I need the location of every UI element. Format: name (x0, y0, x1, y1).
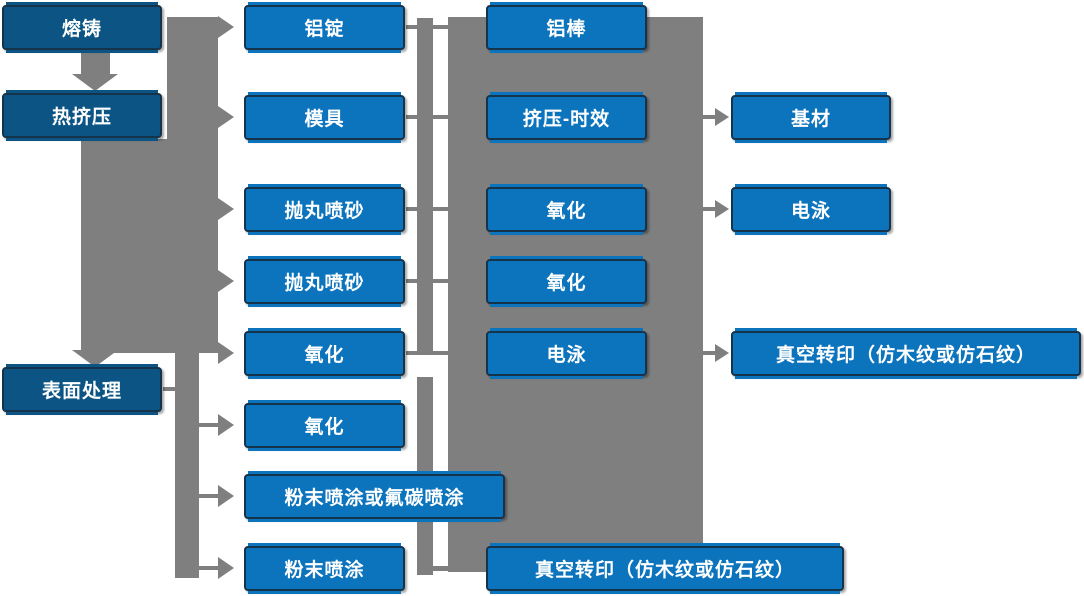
node-surface-treatment: 表面处理 (2, 367, 162, 412)
edge-melting-to-extrusion-line (81, 48, 110, 76)
edge-arrow-shot-blasting-1-icon (218, 198, 234, 220)
trunk-band-left-lower (175, 352, 199, 578)
node-oxidation-3: 氧化 (486, 187, 647, 232)
node-hot-extrusion: 热挤压 (2, 93, 162, 138)
edge-stem-powder-coating (198, 566, 220, 570)
edge-arrow-electrophoresis-icon (715, 200, 729, 218)
node-aluminum-ingot: 铝锭 (244, 5, 405, 50)
edge-extrusion-to-surface-arrowhead-icon (72, 350, 118, 367)
edge-line-row2 (406, 115, 448, 119)
trunk-band-left-extension (81, 139, 171, 353)
node-vacuum-transfer-printing-1: 真空转印（仿木纹或仿石纹） (486, 546, 844, 591)
trunk-band-left (167, 17, 218, 353)
edge-surface-treatment-link (163, 387, 177, 391)
node-powder-coating: 粉末喷涂 (244, 546, 405, 591)
node-oxidation-1: 氧化 (244, 331, 405, 376)
node-shot-blasting-1: 抛丸喷砂 (244, 187, 405, 232)
edge-arrow-oxidation-2-icon (218, 414, 234, 436)
node-melting-casting: 熔铸 (2, 5, 162, 50)
node-extrusion-aging: 挤压-时效 (486, 95, 647, 140)
edge-melting-to-extrusion-arrowhead-icon (72, 74, 118, 91)
edge-arrow-vacuum-transfer-icon (715, 344, 729, 362)
trunk-band-middle-upper (417, 18, 433, 355)
edge-line-row5 (406, 351, 448, 355)
edge-arrow-oxidation-1-icon (218, 342, 234, 364)
edge-stem-vacuum-transfer (701, 351, 717, 355)
edge-stem-electrophoresis (701, 207, 717, 211)
edge-stem-oxidation-2 (198, 423, 220, 427)
edge-arrow-powder-coating-icon (218, 557, 234, 579)
edge-arrow-shot-blasting-2-icon (218, 270, 234, 292)
node-aluminum-rod: 铝棒 (486, 5, 647, 50)
node-shot-blasting-2: 抛丸喷砂 (244, 259, 405, 304)
node-oxidation-2: 氧化 (244, 403, 405, 448)
node-electrophoresis-2: 电泳 (731, 187, 891, 232)
edge-line-row3 (406, 207, 448, 211)
edge-stem-base-material (701, 115, 717, 119)
node-vacuum-transfer-printing-2: 真空转印（仿木纹或仿石纹） (731, 331, 1081, 376)
edge-arrow-powder-fluorocarbon-icon (218, 485, 234, 507)
edge-arrow-aluminum-ingot-icon (218, 16, 234, 38)
edge-line-row1 (406, 25, 448, 29)
node-oxidation-4: 氧化 (486, 259, 647, 304)
edge-powder-coating-to-vacuum-transfer (430, 566, 454, 571)
edge-arrow-mold-icon (218, 106, 234, 128)
edge-arrow-base-material-icon (715, 108, 729, 126)
node-base-material: 基材 (731, 95, 891, 140)
node-powder-or-fluorocarbon-coating: 粉末喷涂或氟碳喷涂 (244, 474, 505, 519)
node-electrophoresis-1: 电泳 (486, 331, 647, 376)
edge-stem-powder-fluorocarbon (198, 494, 220, 498)
edge-line-row4 (406, 279, 448, 283)
node-mold: 模具 (244, 95, 405, 140)
